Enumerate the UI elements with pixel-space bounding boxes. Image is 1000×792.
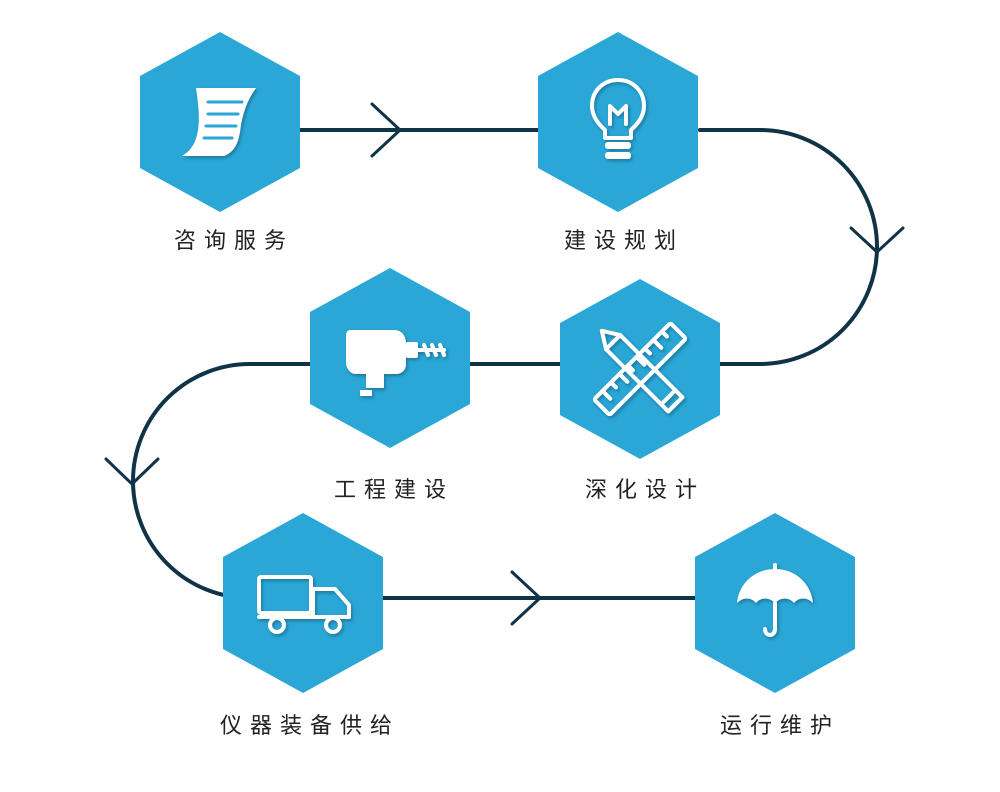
hexagon — [223, 513, 383, 693]
drill-icon — [346, 330, 446, 396]
arrow-head-right-2 — [510, 570, 542, 626]
connector-line-2 — [698, 128, 879, 366]
step-operation-maintenance — [695, 513, 855, 693]
document-icon — [182, 88, 256, 156]
arrow-head-right-1 — [370, 102, 402, 158]
arrow-head-down-right — [849, 226, 905, 254]
truck-icon — [257, 575, 351, 634]
step-label-equipment-supply: 仪器装备供给 — [219, 714, 401, 739]
step-label-construction: 工程建设 — [333, 478, 455, 503]
step-detailed-design — [560, 279, 720, 459]
lightbulb-icon — [590, 78, 646, 159]
arrow-heads — [104, 102, 905, 626]
hexagon — [560, 279, 720, 459]
step-planning — [538, 32, 698, 212]
step-construction — [310, 268, 470, 448]
umbrella-icon — [737, 563, 813, 637]
step-label-planning: 建设规划 — [563, 229, 685, 254]
step-consulting — [140, 32, 300, 212]
step-label-detailed-design: 深化设计 — [584, 478, 706, 503]
step-label-operation-maintenance: 运行维护 — [719, 714, 841, 739]
step-label-consulting: 咨询服务 — [173, 229, 295, 254]
arrow-head-down-left — [104, 457, 160, 486]
hexagon — [538, 32, 698, 212]
pencil-ruler-icon — [592, 321, 688, 417]
step-equipment-supply — [223, 513, 383, 693]
